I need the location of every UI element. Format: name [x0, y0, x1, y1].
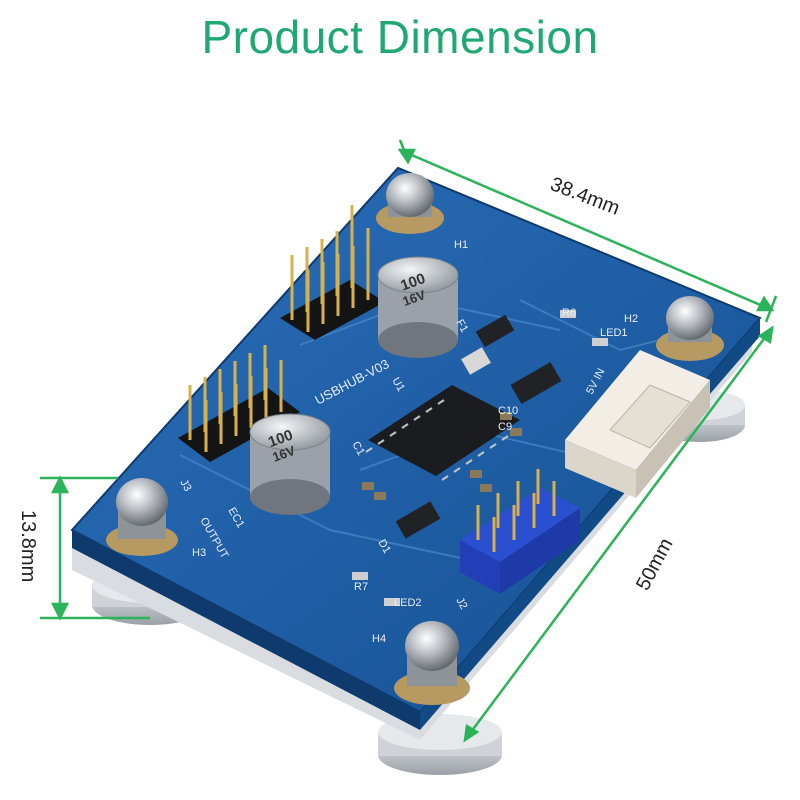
- ref-h4: H4: [372, 633, 386, 645]
- ref-r7: R7: [354, 581, 368, 593]
- ref-h1: H1: [454, 239, 468, 251]
- mounting-nut-h4: [394, 621, 470, 705]
- width-dimension-label: 38.4mm: [547, 173, 622, 219]
- length-dimension-label: 50mm: [632, 535, 678, 594]
- base-plate-edge: [72, 330, 752, 740]
- ic-chip: [365, 385, 520, 481]
- mounting-nut-h1: [376, 173, 444, 234]
- ref-led2: LED2: [394, 597, 422, 609]
- page-title: Product Dimension: [201, 11, 599, 63]
- power-connector: [565, 350, 710, 498]
- mounting-nut-h3: [106, 478, 178, 556]
- capacitor-ec2: 100 16V: [377, 256, 459, 358]
- smd-components: [352, 310, 608, 606]
- pin-header-j2: [460, 469, 580, 594]
- ref-c9: C9: [498, 421, 512, 433]
- pcb-edge: [72, 530, 420, 730]
- mounting-nut-h2: [656, 296, 724, 361]
- height-dimension-label: 13.8mm: [17, 510, 39, 582]
- ref-c10: C10: [498, 405, 518, 417]
- pin-header-j3: [178, 345, 300, 462]
- ref-led1: LED1: [600, 327, 628, 339]
- pin-header-j4: [280, 205, 385, 340]
- ref-h3: H3: [192, 547, 206, 559]
- ref-j3: J3: [177, 478, 193, 494]
- ref-f1: F1: [453, 318, 470, 335]
- ref-h2: H2: [624, 313, 638, 325]
- ref-j2: J2: [453, 596, 469, 612]
- capacitor-ec1: 100 16V: [249, 413, 331, 515]
- ref-r6: R6: [562, 307, 576, 319]
- dimension-annotations: [40, 139, 778, 743]
